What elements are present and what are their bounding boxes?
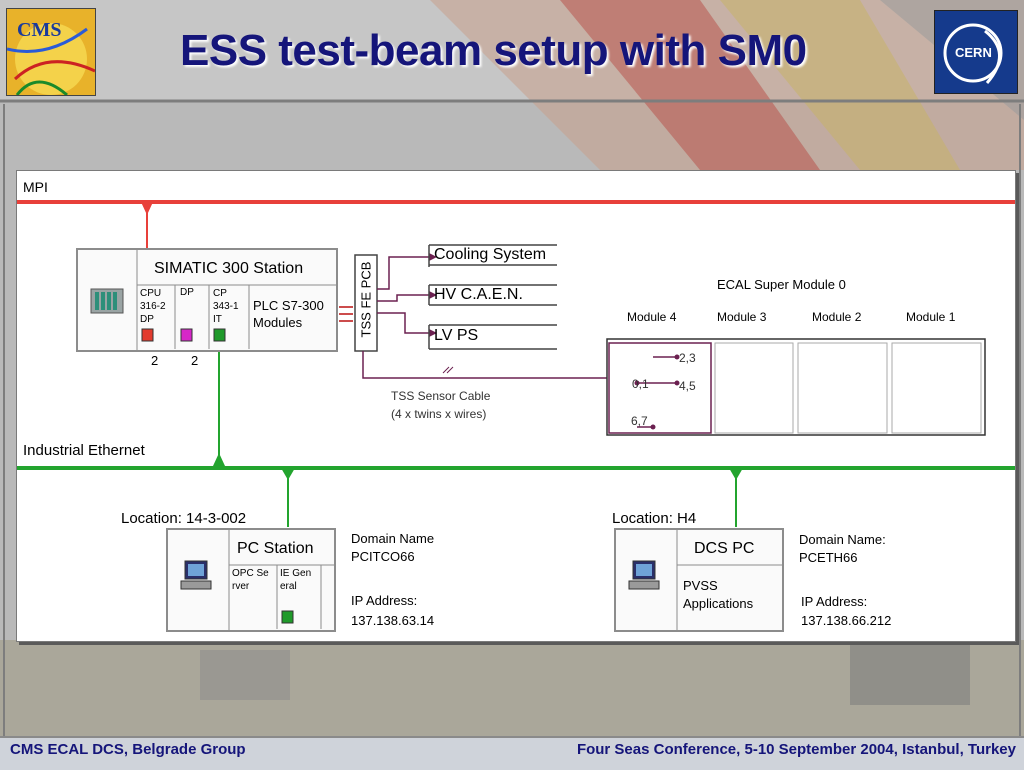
diagram-panel: MPI Industrial Ethernet SIMATIC 300 Stat… [16,170,1016,642]
diagram-wiring [17,200,1015,632]
output-hv: HV C.A.E.N. [434,286,523,303]
output-lv: LV PS [434,327,479,344]
slot-label-dp: DP [180,287,194,298]
ethernet-connector-pc [281,468,295,480]
sensor-label-01: 0,1 [632,377,649,391]
slot-label-cpu: CPU 316-2 DP [140,288,166,325]
dcs-ip-label: IP Address: [801,594,868,609]
module-1-label: Module 1 [906,310,956,324]
module-2-box [797,342,888,434]
pc-ip-value: 137.138.63.14 [351,613,435,628]
dcs-app-label-1: PVSS [683,578,718,593]
dcs-app-label-2: Applications [683,596,754,611]
cms-logo-text: CMS [17,19,62,41]
sensor-cable-sublabel: (4 x twins x wires) [391,407,487,421]
slot-label-ie: IE Gen eral [280,568,312,592]
tss-fe-pcb-label: TSS FE PCB [358,261,374,338]
pc-domain-value: PCITCO66 [351,549,415,564]
page-title: ESS test-beam setup with SM0 [180,26,807,75]
slot-indicator-dp [180,328,193,342]
module-4-label: Module 4 [627,310,677,324]
simatic-title: SIMATIC 300 Station [154,260,304,277]
output-cooling: Cooling System [434,246,547,263]
dcs-domain-label: Domain Name: [799,532,886,547]
dcs-pc-title: DCS PC [694,540,755,557]
pc-domain-label: Domain Name [351,531,435,546]
slot-indicator-cp [213,328,226,342]
ethernet-label: Industrial Ethernet [23,442,145,459]
slot-label-opc: OPC Se rver [232,568,269,592]
plc-modules-label: PLC S7-300 Modules [253,298,324,330]
module-3-box [714,342,794,434]
sensor-label-67: 6,7 [631,414,648,428]
module-4-box [608,342,712,434]
computer-icon [180,560,212,590]
dcs-pc-location: Location: H4 [612,510,697,527]
module-2-label: Module 2 [812,310,862,324]
plc-rack-icon [90,288,124,314]
sensor-label-45: 4,5 [679,379,696,393]
cms-logo: CMS [6,8,96,96]
pc-station-box [166,528,336,632]
mpi-label: MPI [23,179,48,195]
cern-logo-text: CERN [955,45,992,60]
module-1-box [891,342,982,434]
slot-indicator-ie [281,610,294,624]
dcs-ip-value: 137.138.66.212 [801,613,892,628]
computer-icon [628,560,660,590]
plc-count-2: 2 [191,353,199,368]
sensor-cable-label: TSS Sensor Cable [391,389,491,403]
footer-bar [0,736,1024,770]
super-module-title: ECAL Super Module 0 [717,277,846,292]
footer-right: Four Seas Conference, 5-10 September 200… [576,741,1016,758]
sensor-label-23: 2,3 [679,351,696,365]
pc-ip-label: IP Address: [351,593,418,608]
dcs-pc-box [614,528,784,632]
slot-indicator-cpu [141,328,154,342]
pc-station-title: PC Station [237,540,314,557]
dcs-domain-value: PCETH66 [799,550,858,565]
mpi-connector [141,202,153,215]
ethernet-connector-dcs [729,468,743,480]
slot-label-cp: CP 343-1 IT [213,288,239,325]
cern-logo: CERN [934,10,1018,94]
plc-count-1: 2 [151,353,159,368]
footer-left: CMS ECAL DCS, Belgrade Group [10,741,246,758]
module-3-label: Module 3 [717,310,767,324]
ethernet-connector-plc [213,453,225,466]
tss-fe-pcb-box [354,254,378,352]
pc-station-location: Location: 14-3-002 [121,510,247,527]
